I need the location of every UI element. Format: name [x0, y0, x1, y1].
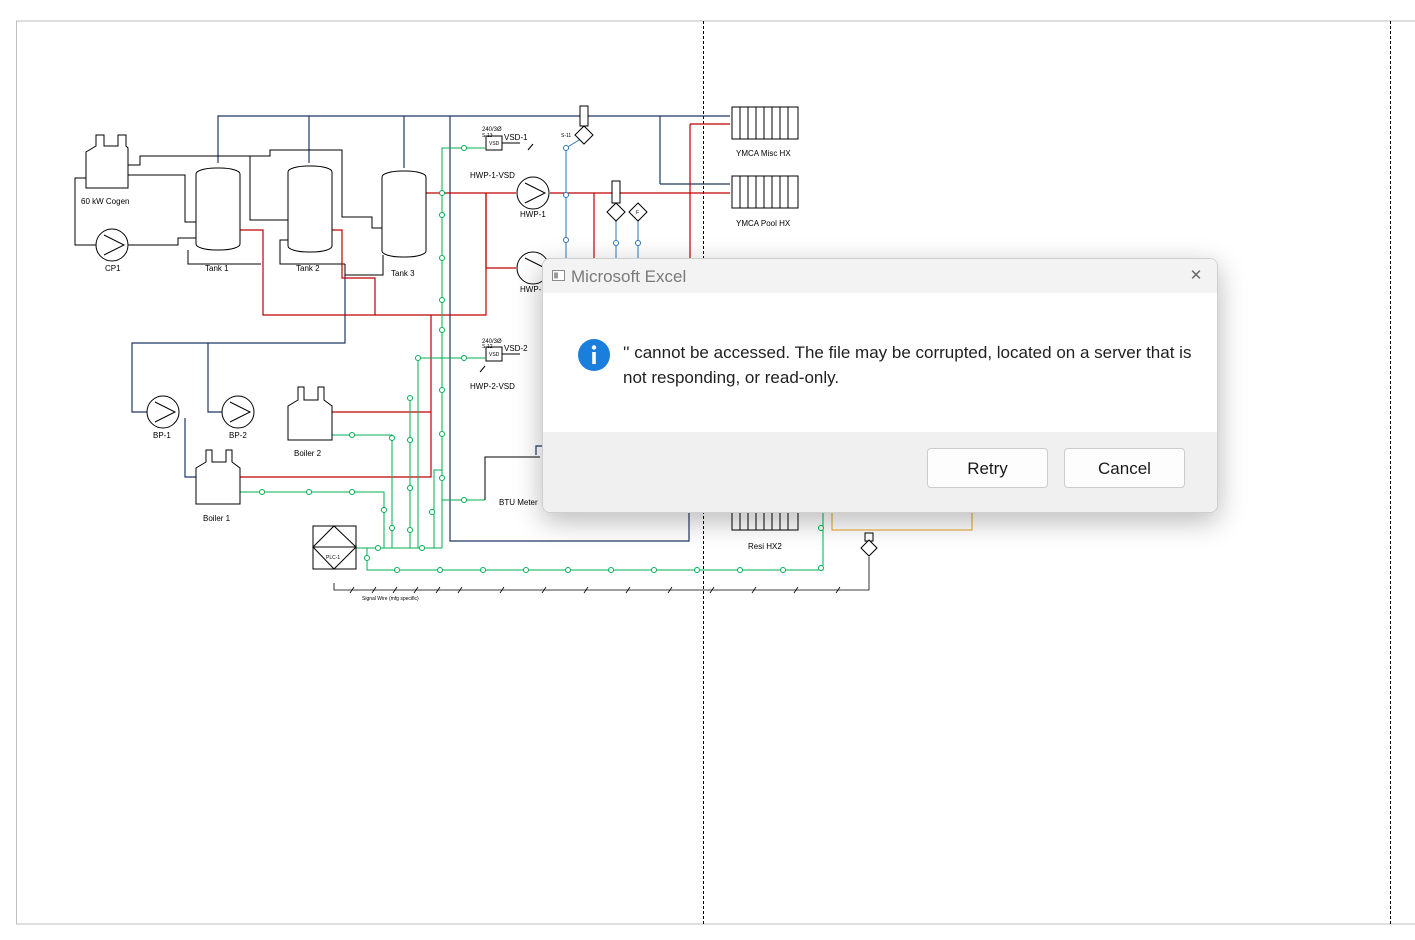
cogen-unit — [85, 134, 129, 189]
label-cp1: CP1 — [105, 264, 121, 273]
label-vsd-box-1: VSD — [489, 141, 500, 147]
tank-1 — [195, 167, 241, 251]
vsd-1-tick — [527, 143, 534, 151]
sensor-lower — [860, 532, 878, 557]
label-bp1: BP-1 — [153, 431, 171, 440]
cogen-loop — [74, 149, 384, 276]
label-plc: PLC-1 — [326, 555, 340, 561]
info-icon — [578, 339, 610, 371]
hx-ymca-pool — [731, 175, 799, 209]
sensor-s11 — [574, 105, 594, 145]
label-tank-3: Tank 3 — [391, 269, 415, 278]
label-boiler-2: Boiler 2 — [294, 449, 322, 458]
label-hwp2-vsd: HWP-2-VSD — [470, 382, 515, 391]
retry-button[interactable]: Retry — [927, 448, 1048, 488]
label-signal-wire: Signal Wire (mfg specific) — [362, 596, 419, 602]
dialog-title: Microsoft Excel — [571, 267, 687, 286]
label-s11: S-11 — [561, 133, 571, 139]
label-ymca-pool-hx: YMCA Pool HX — [736, 219, 791, 228]
label-vsd2: VSD-2 — [504, 344, 528, 353]
dialog-message: '' cannot be accessed. The file may be c… — [623, 343, 1192, 387]
sensor-flow — [628, 202, 648, 222]
label-ymca-misc-hx: YMCA Misc HX — [736, 149, 791, 158]
label-boiler-1: Boiler 1 — [203, 514, 231, 523]
label-resi-hx2: Resi HX2 — [748, 542, 782, 551]
pump-bp2 — [221, 395, 255, 429]
label-voltage-1: 240/3Ø — [482, 127, 502, 133]
vsd-2-tick — [479, 365, 486, 373]
label-hwp1-vsd: HWP-1-VSD — [470, 171, 515, 180]
pump-cp1 — [95, 228, 129, 262]
sensor-lines — [563, 136, 641, 260]
plc-controller — [312, 525, 357, 570]
piping-diagram: 60 kW Cogen CP1 Tank 1 Tank 2 Tank 3 BP-… — [74, 105, 973, 602]
hx-resi-2 — [731, 509, 799, 531]
boiler-1 — [195, 449, 241, 505]
label-s13: S-13 — [482, 133, 493, 139]
label-bp2: BP-2 — [229, 431, 247, 440]
label-vsd-box-2: VSD — [489, 352, 500, 358]
label-flow: F — [636, 210, 639, 216]
supply-piping — [240, 123, 730, 478]
label-hwp2: HWP- — [520, 285, 542, 294]
label-hwp1: HWP-1 — [520, 210, 546, 219]
label-tank-2: Tank 2 — [296, 264, 320, 273]
label-cogen: 60 kW Cogen — [81, 197, 129, 206]
pump-bp1 — [146, 395, 180, 429]
label-tank-1: Tank 1 — [205, 264, 229, 273]
close-icon[interactable]: ✕ — [1189, 267, 1203, 284]
label-btu-meter: BTU Meter — [499, 498, 538, 507]
boiler-2 — [287, 386, 333, 441]
return-piping — [131, 115, 730, 542]
signal-wiring — [240, 145, 824, 573]
btu-meter-box — [484, 456, 540, 500]
hx-ymca-misc — [731, 106, 799, 140]
pump-hwp1 — [516, 176, 550, 210]
tank-2 — [287, 165, 333, 253]
sensor-temp — [606, 180, 626, 222]
cancel-button[interactable]: Cancel — [1064, 448, 1185, 488]
label-voltage-2: 240/3Ø — [482, 339, 502, 345]
signal-wire — [333, 557, 870, 594]
dialog-button-bar: Retry Cancel — [543, 432, 1217, 512]
label-s12: S-12 — [482, 344, 493, 350]
excel-error-dialog: Microsoft Excel ✕ '' cannot be accessed.… — [542, 258, 1218, 513]
aux-line — [831, 512, 973, 531]
excel-app-icon — [552, 270, 565, 281]
dialog-titlebar[interactable]: Microsoft Excel ✕ — [543, 259, 1217, 293]
tank-3 — [381, 170, 427, 258]
label-vsd1: VSD-1 — [504, 133, 528, 142]
